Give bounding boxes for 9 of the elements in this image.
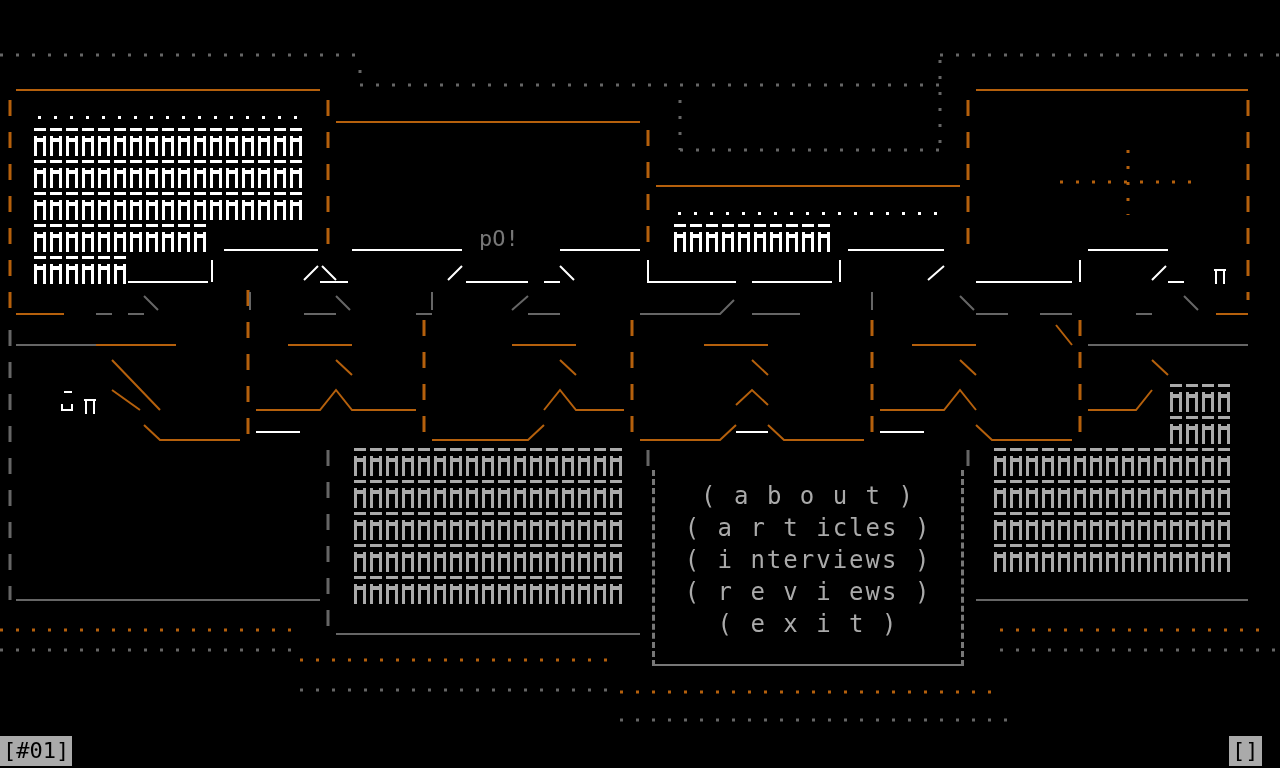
menu-item: ( i nterviews ) [684,545,932,576]
menu-item: ( a b o u t ) [701,481,915,512]
status-bar-label: [#01] [0,736,73,766]
menu-item: ( r e v i ews ) [684,577,932,608]
menu-item: ( a r t icles ) [684,513,932,544]
signature-text: pO! [478,225,520,253]
menu-item: ( e x i t ) [717,609,899,640]
status-indicator: [] [1229,736,1262,766]
menu-panel [652,470,964,666]
